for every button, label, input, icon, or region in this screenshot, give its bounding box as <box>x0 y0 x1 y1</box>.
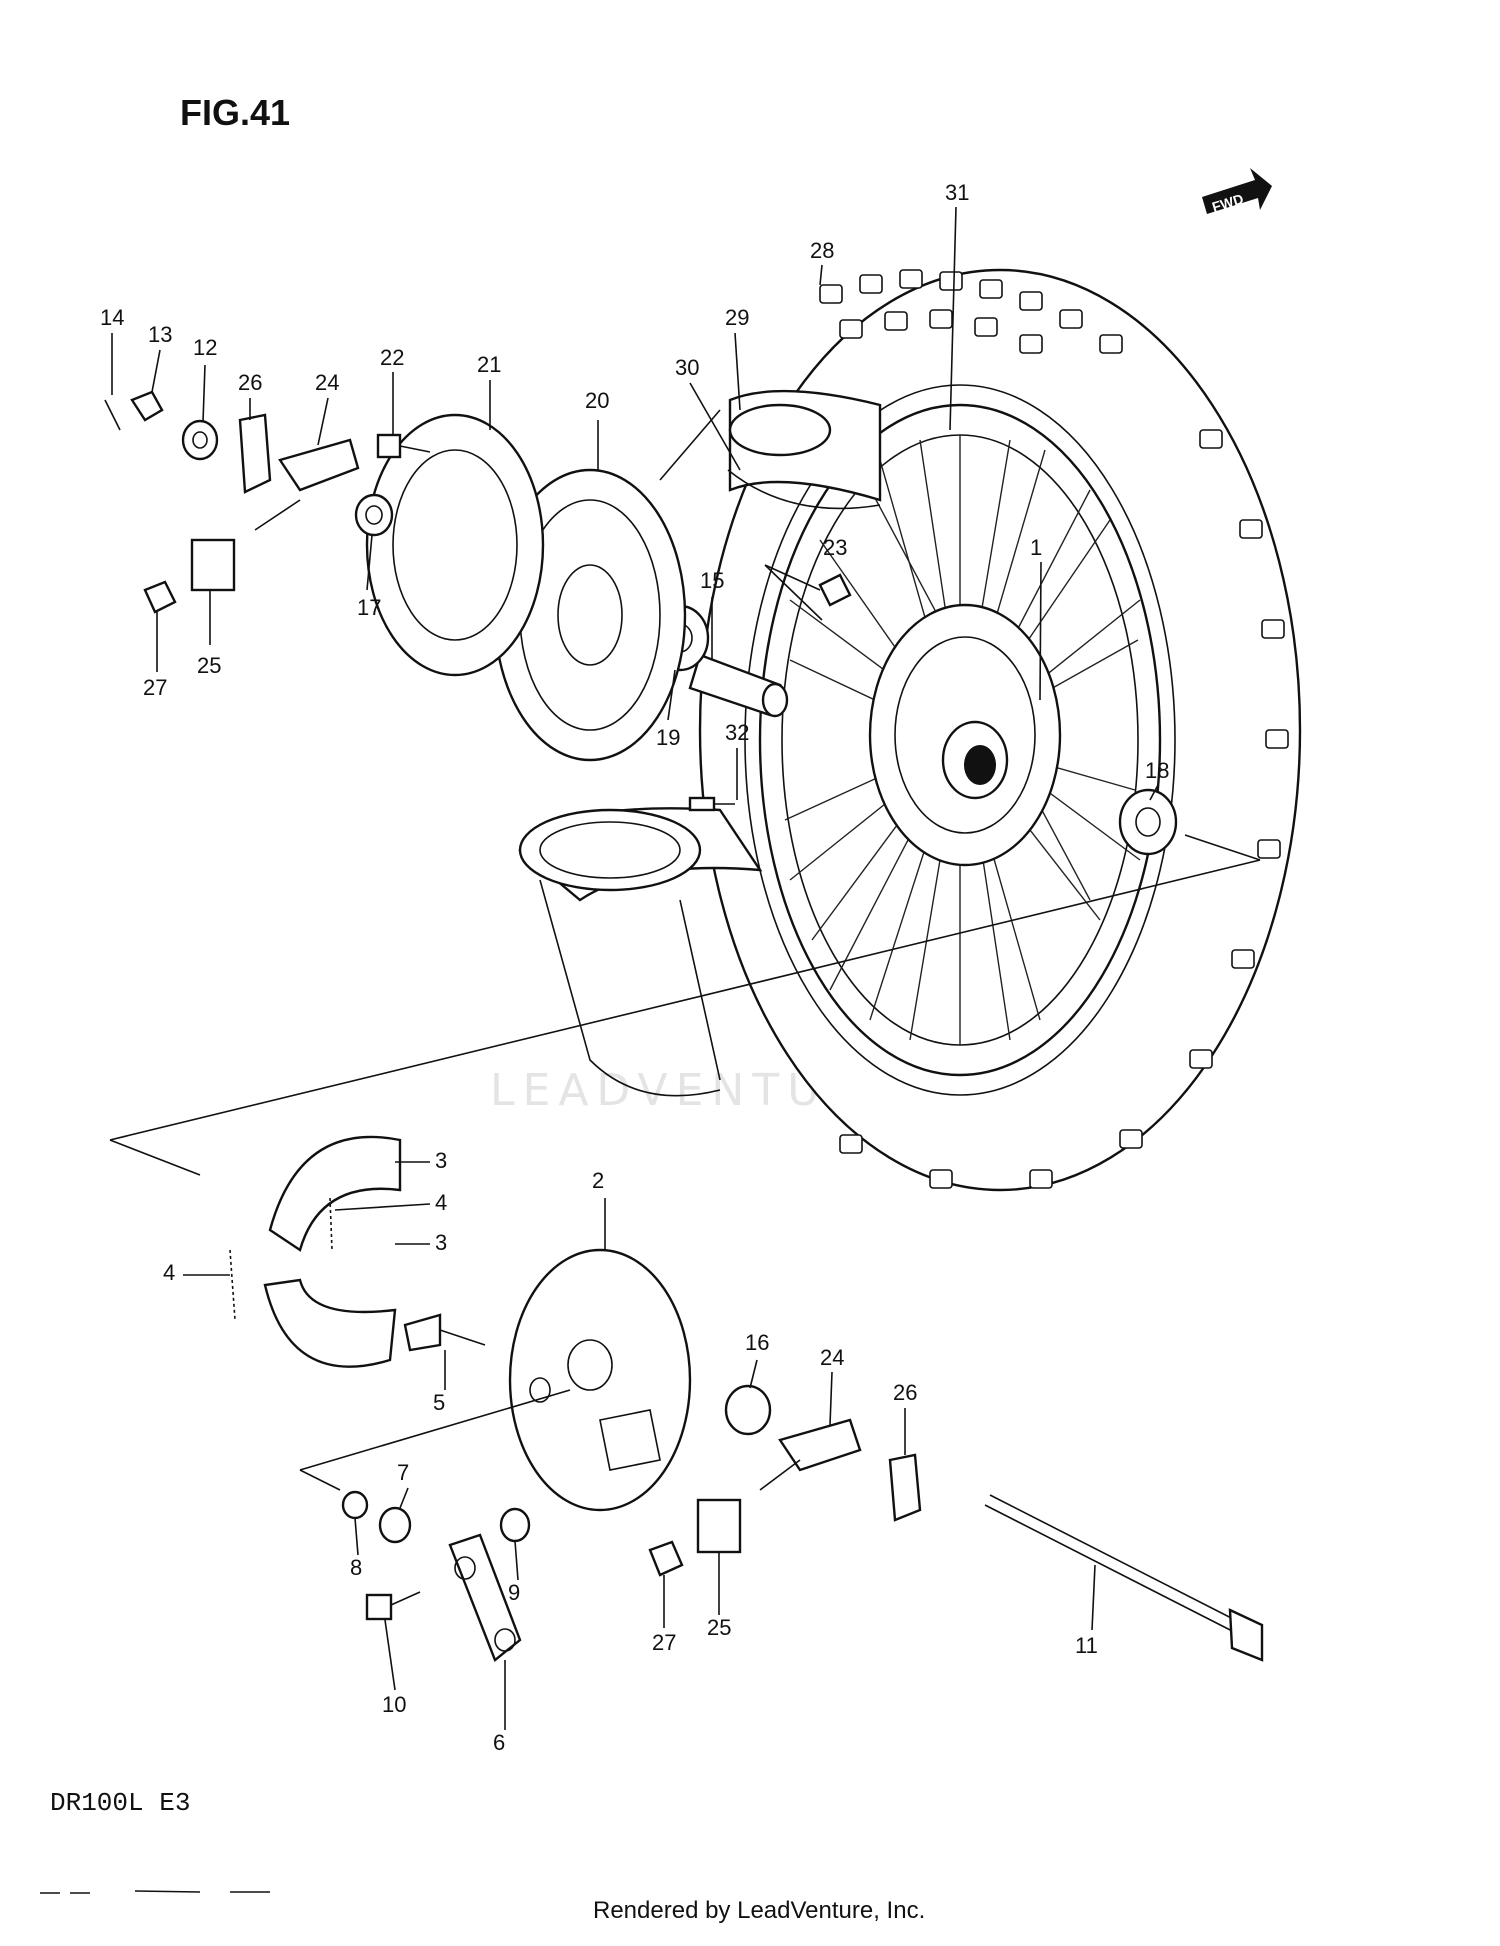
callout-27b: 27 <box>652 1630 676 1655</box>
callout-10: 10 <box>382 1692 406 1717</box>
callout-6: 6 <box>493 1730 505 1755</box>
callout-19: 19 <box>656 725 680 750</box>
callout-11: 11 <box>1075 1633 1098 1658</box>
callout-32: 32 <box>725 720 749 745</box>
brake-cam <box>403 1313 486 1352</box>
spoke-nipple <box>818 573 852 607</box>
right-adjuster-parts <box>648 1384 922 1577</box>
rim-band <box>518 807 763 1097</box>
footer-credit: Rendered by LeadVenture, Inc. <box>593 1897 925 1924</box>
callout-28: 28 <box>810 238 834 263</box>
callout-23: 23 <box>823 535 847 560</box>
callout-30: 30 <box>675 355 699 380</box>
callout-22: 22 <box>380 345 404 370</box>
callout-3a: 3 <box>435 1148 447 1173</box>
callout-8: 8 <box>350 1555 362 1580</box>
fwd-arrow-icon: FWD <box>1202 168 1272 215</box>
bolt-10 <box>365 1591 421 1621</box>
cam-lever <box>448 1533 522 1662</box>
callout-12: 12 <box>193 335 217 360</box>
callout-18: 18 <box>1145 758 1169 783</box>
callout-31: 31 <box>945 180 969 205</box>
callout-2: 2 <box>592 1168 604 1193</box>
left-adjuster-parts <box>104 390 360 614</box>
callout-24b: 24 <box>820 1345 844 1370</box>
callout-29: 29 <box>725 305 749 330</box>
bearing-18 <box>1118 788 1178 856</box>
callout-21: 21 <box>477 352 501 377</box>
callout-26b: 26 <box>893 1380 917 1405</box>
callout-1: 1 <box>1030 535 1042 560</box>
callout-25a: 25 <box>197 653 221 678</box>
spacer <box>688 653 789 718</box>
callout-5: 5 <box>433 1390 445 1415</box>
model-code: DR100L E3 <box>50 1788 190 1818</box>
sprocket-drum-plate <box>365 413 545 677</box>
scan-marks <box>40 1890 270 1894</box>
callout-4b: 4 <box>163 1260 175 1285</box>
callout-27a: 27 <box>143 675 167 700</box>
bushing-17 <box>354 493 394 537</box>
callout-16: 16 <box>745 1330 769 1355</box>
bolt-22 <box>376 433 431 459</box>
callout-13: 13 <box>148 322 172 347</box>
wheel-hub <box>868 603 1062 867</box>
callout-leaders <box>111 206 1159 1730</box>
callout-15: 15 <box>700 568 724 593</box>
leader-lines <box>109 409 1261 1491</box>
brake-shoes <box>229 1135 402 1368</box>
callout-24a: 24 <box>315 370 339 395</box>
callout-3b: 3 <box>435 1230 447 1255</box>
callout-14: 14 <box>100 305 124 330</box>
callout-20: 20 <box>585 388 609 413</box>
rear-axle <box>984 1494 1264 1662</box>
washers-7-8-9 <box>341 1490 531 1544</box>
callout-labels: 1 2 3 3 4 4 5 6 7 8 9 10 11 12 13 14 15 … <box>100 180 1169 1755</box>
callout-17: 17 <box>357 595 381 620</box>
brake-panel <box>508 1248 692 1512</box>
figure-title: FIG.41 <box>180 92 290 133</box>
callout-26a: 26 <box>238 370 262 395</box>
valve-stem <box>688 796 735 812</box>
callout-7: 7 <box>397 1460 409 1485</box>
inner-tube <box>727 389 882 510</box>
callout-9: 9 <box>508 1580 520 1605</box>
callout-25b: 25 <box>707 1615 731 1640</box>
callout-4a: 4 <box>435 1190 447 1215</box>
